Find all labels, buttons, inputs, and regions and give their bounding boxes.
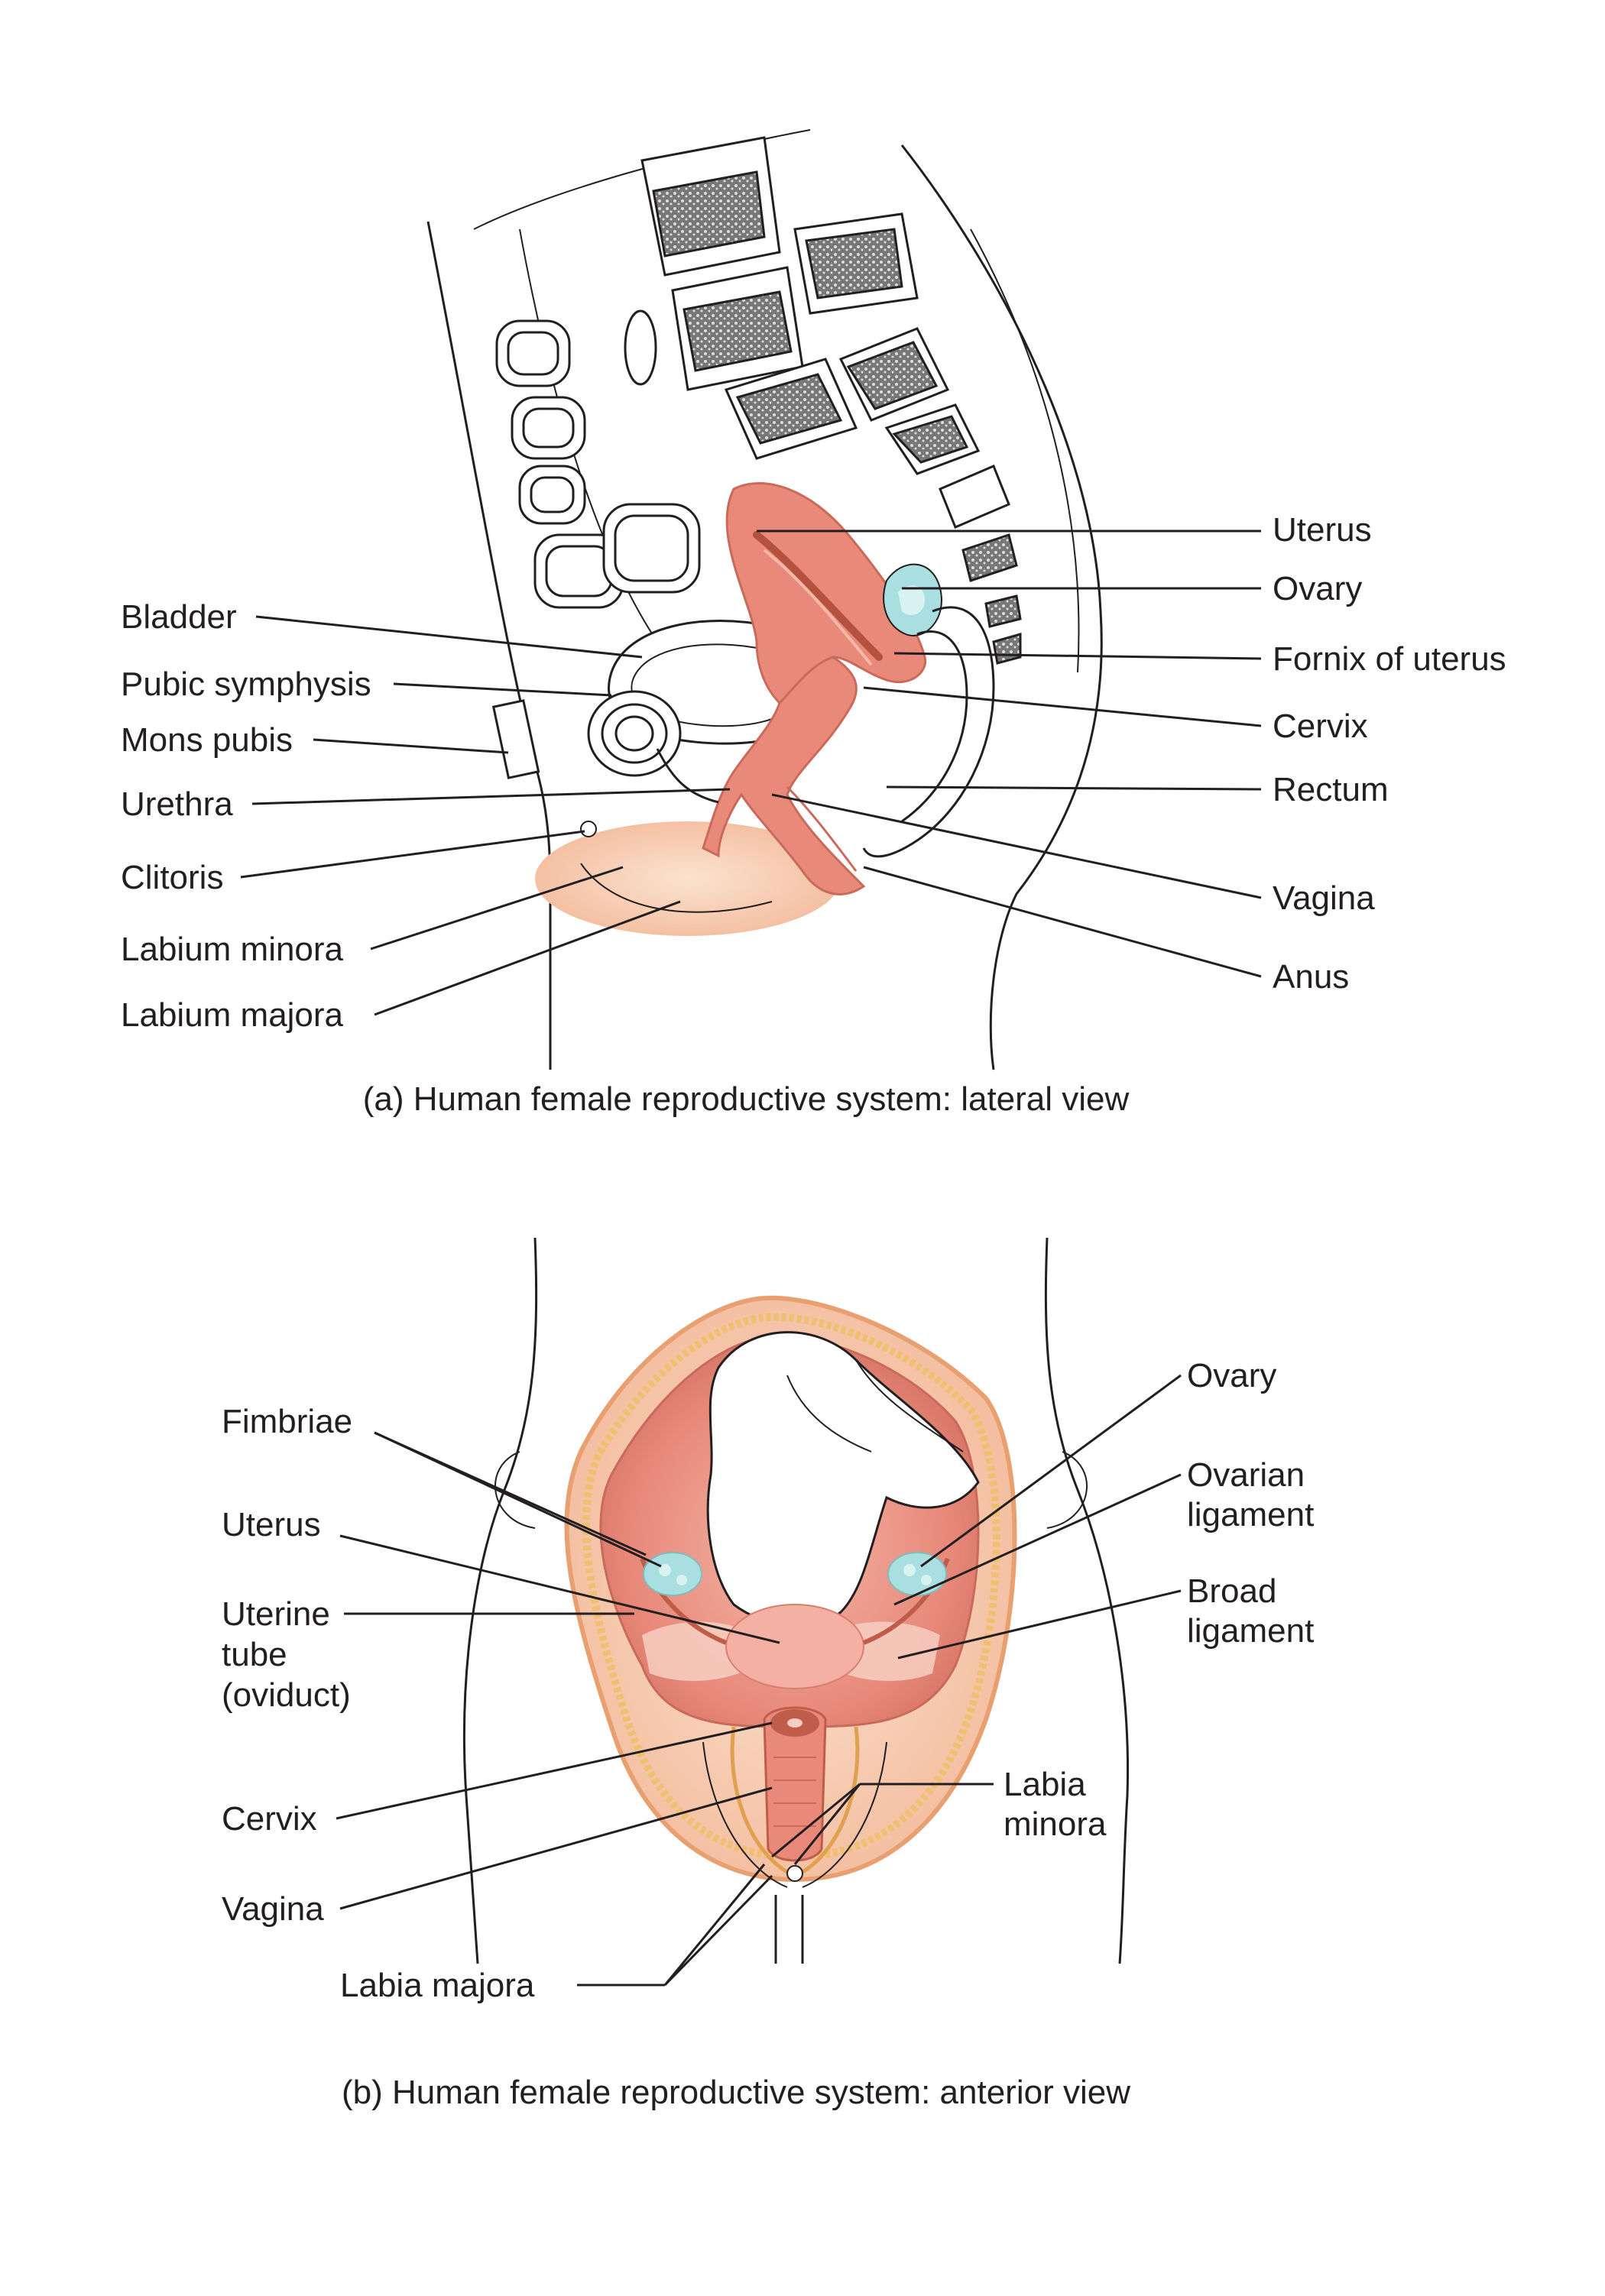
ovary-left bbox=[643, 1552, 702, 1596]
label-pubic-symphysis: Pubic symphysis bbox=[121, 665, 371, 703]
label-ovarian-ligament-2: ligament bbox=[1187, 1496, 1314, 1533]
leader-uterus-b bbox=[339, 1534, 780, 1644]
label-uterine-tube-1: Uterine bbox=[222, 1595, 330, 1633]
labia-minora-outline bbox=[730, 1726, 860, 1874]
label-uterus-b: Uterus bbox=[222, 1506, 321, 1543]
label-anus: Anus bbox=[1273, 958, 1349, 996]
leader-ovarian-ligament bbox=[893, 1473, 1182, 1606]
leader-vagina-b bbox=[339, 1786, 773, 1910]
clitoris-mark bbox=[580, 821, 597, 837]
leader-fimbriae-2 bbox=[374, 1431, 647, 1556]
label-bladder: Bladder bbox=[121, 598, 237, 636]
urethra-tract bbox=[656, 748, 719, 804]
ovary-organ-lateral bbox=[883, 563, 942, 636]
leader-labia-majora-1 bbox=[663, 1864, 766, 1986]
label-vagina-b: Vagina bbox=[222, 1890, 324, 1928]
labia-majora-outline bbox=[702, 1741, 887, 1888]
vagina-organ bbox=[702, 656, 866, 895]
bladder-fold-2 bbox=[855, 1359, 964, 1452]
leader-anus bbox=[863, 866, 1262, 978]
spinal-canal-oval bbox=[624, 309, 657, 386]
label-labium-minora: Labium minora bbox=[121, 931, 344, 968]
mons-pubis-marker bbox=[491, 699, 540, 779]
fat-border bbox=[582, 1313, 1000, 1861]
caption-a: (a) Human female reproductive system: la… bbox=[363, 1080, 1130, 1118]
leader-rectum bbox=[886, 785, 1262, 791]
leader-urethra bbox=[251, 788, 731, 805]
label-broad-ligament-2: ligament bbox=[1187, 1612, 1314, 1650]
label-broad-ligament-1: Broad bbox=[1187, 1572, 1276, 1610]
label-cervix-b: Cervix bbox=[222, 1800, 317, 1838]
uterus-organ bbox=[725, 482, 927, 704]
panel-a-labels: Uterus Ovary Fornix of uterus Cervix Rec… bbox=[121, 511, 1506, 1034]
label-vagina-a: Vagina bbox=[1273, 879, 1375, 917]
leader-fornix bbox=[893, 652, 1262, 660]
panel-b-leader-lines bbox=[336, 1374, 1182, 1987]
label-labia-majora: Labia majora bbox=[340, 1967, 535, 2004]
panel-b-labels: Fimbriae Uterus Uterine tube (oviduct) C… bbox=[222, 1357, 1314, 2004]
uterus-anterior bbox=[725, 1604, 864, 1689]
vaginal-rugae bbox=[773, 1757, 816, 1827]
label-cervix-a: Cervix bbox=[1273, 708, 1368, 745]
leader-ovary-b bbox=[920, 1374, 1182, 1568]
label-rectum: Rectum bbox=[1273, 771, 1389, 808]
leader-pubic-symphysis bbox=[393, 682, 612, 697]
intestine-loops bbox=[495, 319, 701, 609]
leader-mons-pubis bbox=[313, 738, 509, 754]
panel-a-leader-lines bbox=[240, 529, 1262, 1016]
panel-b-anterior-view: Fimbriae Uterus Uterine tube (oviduct) C… bbox=[222, 1237, 1314, 2111]
leader-vagina-a bbox=[771, 793, 1262, 899]
label-labia-minora-1: Labia bbox=[1004, 1766, 1086, 1803]
label-ovary-a: Ovary bbox=[1273, 570, 1362, 607]
labia-meeting-point bbox=[786, 1865, 803, 1882]
leader-labium-minora bbox=[370, 866, 624, 950]
leader-labia-minora-2 bbox=[793, 1783, 861, 1865]
label-uterine-tube-3: (oviduct) bbox=[222, 1676, 351, 1714]
labia-skin-region bbox=[535, 821, 841, 936]
label-uterus-a: Uterus bbox=[1273, 511, 1372, 549]
label-ovary-b: Ovary bbox=[1187, 1357, 1276, 1394]
label-labia-minora-2: minora bbox=[1004, 1805, 1107, 1843]
ovary-right bbox=[887, 1552, 947, 1596]
body-outline-lateral bbox=[426, 129, 1103, 1070]
leader-labia-minora-1 bbox=[771, 1783, 861, 1858]
leader-labium-majora bbox=[374, 900, 681, 1016]
label-uterine-tube-2: tube bbox=[222, 1636, 287, 1673]
leader-cervix-a bbox=[863, 686, 1262, 727]
label-fornix: Fornix of uterus bbox=[1273, 640, 1506, 678]
label-clitoris: Clitoris bbox=[121, 859, 223, 896]
labium-majora-outline bbox=[580, 863, 773, 913]
leader-broad-ligament bbox=[897, 1589, 1182, 1660]
caption-b: (b) Human female reproductive system: an… bbox=[342, 2074, 1130, 2111]
vaginal-canal bbox=[763, 1706, 827, 1862]
torso-outline-anterior bbox=[462, 1237, 1129, 1964]
pubic-symphysis-bone bbox=[587, 690, 682, 777]
panel-a-lateral-view: Uterus Ovary Fornix of uterus Cervix Rec… bbox=[121, 129, 1506, 1118]
bladder-fold bbox=[786, 1375, 872, 1452]
label-fimbriae: Fimbriae bbox=[222, 1403, 352, 1440]
spine-vertebrae bbox=[640, 136, 1022, 665]
leader-cervix-b bbox=[336, 1721, 773, 1820]
leader-bladder bbox=[255, 615, 643, 659]
label-ovarian-ligament-1: Ovarian bbox=[1187, 1456, 1305, 1494]
label-urethra: Urethra bbox=[121, 785, 233, 823]
leader-clitoris bbox=[240, 830, 585, 879]
label-mons-pubis: Mons pubis bbox=[121, 721, 293, 759]
cervix-os bbox=[787, 1718, 802, 1728]
leader-labia-majora-2 bbox=[663, 1874, 773, 1987]
label-labium-majora: Labium majora bbox=[121, 996, 344, 1034]
rectum-organ bbox=[862, 606, 995, 858]
